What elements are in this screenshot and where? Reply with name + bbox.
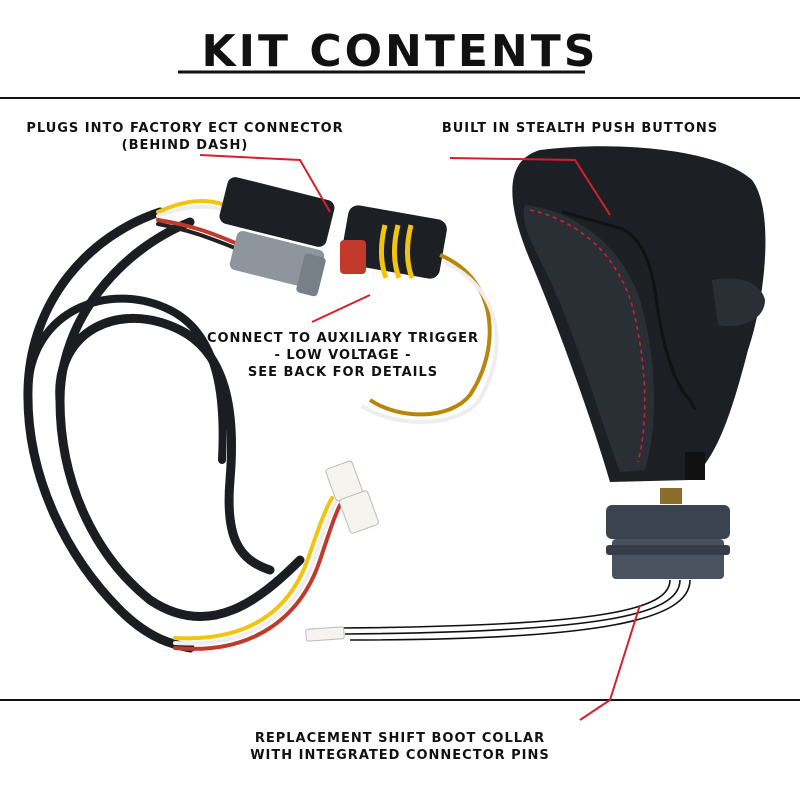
- collar-wires: [339, 579, 691, 641]
- callout-boot-collar: [579, 604, 641, 721]
- label-ect-connector: PLUGS INTO FACTORY ECT CONNECTOR (BEHIND…: [26, 121, 344, 153]
- factory-ect-connector: [219, 177, 335, 297]
- auxiliary-trigger-connector: [340, 205, 499, 424]
- label-aux-trigger: CONNECT TO AUXILIARY TRIGGER - LOW VOLTA…: [206, 331, 480, 380]
- page-title: KIT CONTENTS: [201, 26, 599, 77]
- callout-ect-connector: [199, 154, 331, 213]
- harness-to-knob: [173, 496, 342, 651]
- callout-lines: [199, 154, 641, 721]
- coiled-cable: [23, 207, 305, 653]
- white-harness-plugs: [325, 460, 379, 534]
- ect-wire-bundle: [156, 199, 242, 252]
- label-boot-collar: REPLACEMENT SHIFT BOOT COLLAR WITH INTEG…: [250, 731, 550, 763]
- boot-collar: [606, 505, 730, 579]
- label-push-buttons: BUILT IN STEALTH PUSH BUTTONS: [441, 121, 719, 136]
- shift-knob: [512, 146, 766, 504]
- callout-push-buttons: [449, 157, 611, 216]
- small-white-plug: [305, 626, 345, 642]
- callout-aux-trigger: [311, 294, 371, 323]
